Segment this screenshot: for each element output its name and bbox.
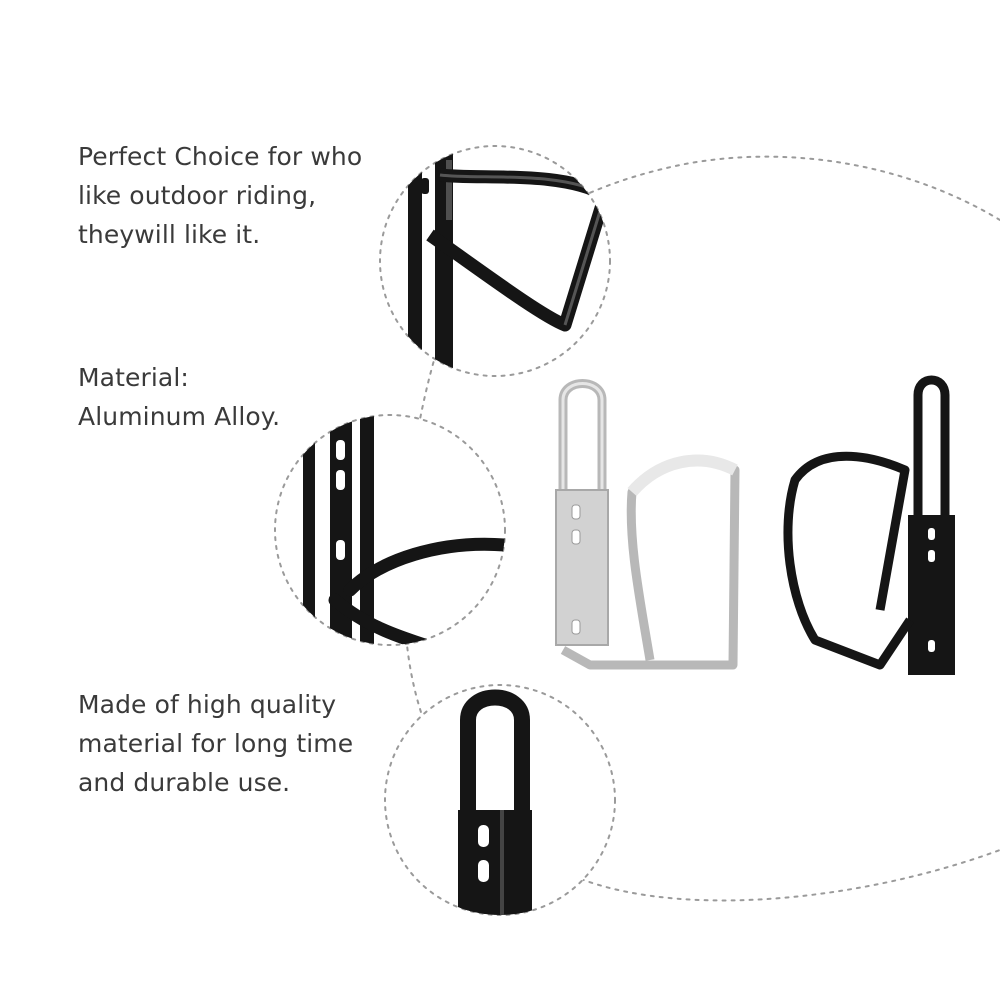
zoom-circle-top: [379, 145, 611, 377]
feature-text-outdoor: Perfect Choice for who like outdoor ridi…: [78, 142, 363, 249]
zoom-circle-bottom: [384, 684, 616, 916]
zoom-circle-middle: [274, 414, 506, 646]
black-bottle-cage: [783, 375, 955, 675]
silver-bottle-cage: [555, 379, 740, 670]
feature-text-material: Material: Aluminum Alloy.: [78, 363, 281, 431]
feature-text-durability: Made of high quality material for long t…: [78, 690, 354, 797]
